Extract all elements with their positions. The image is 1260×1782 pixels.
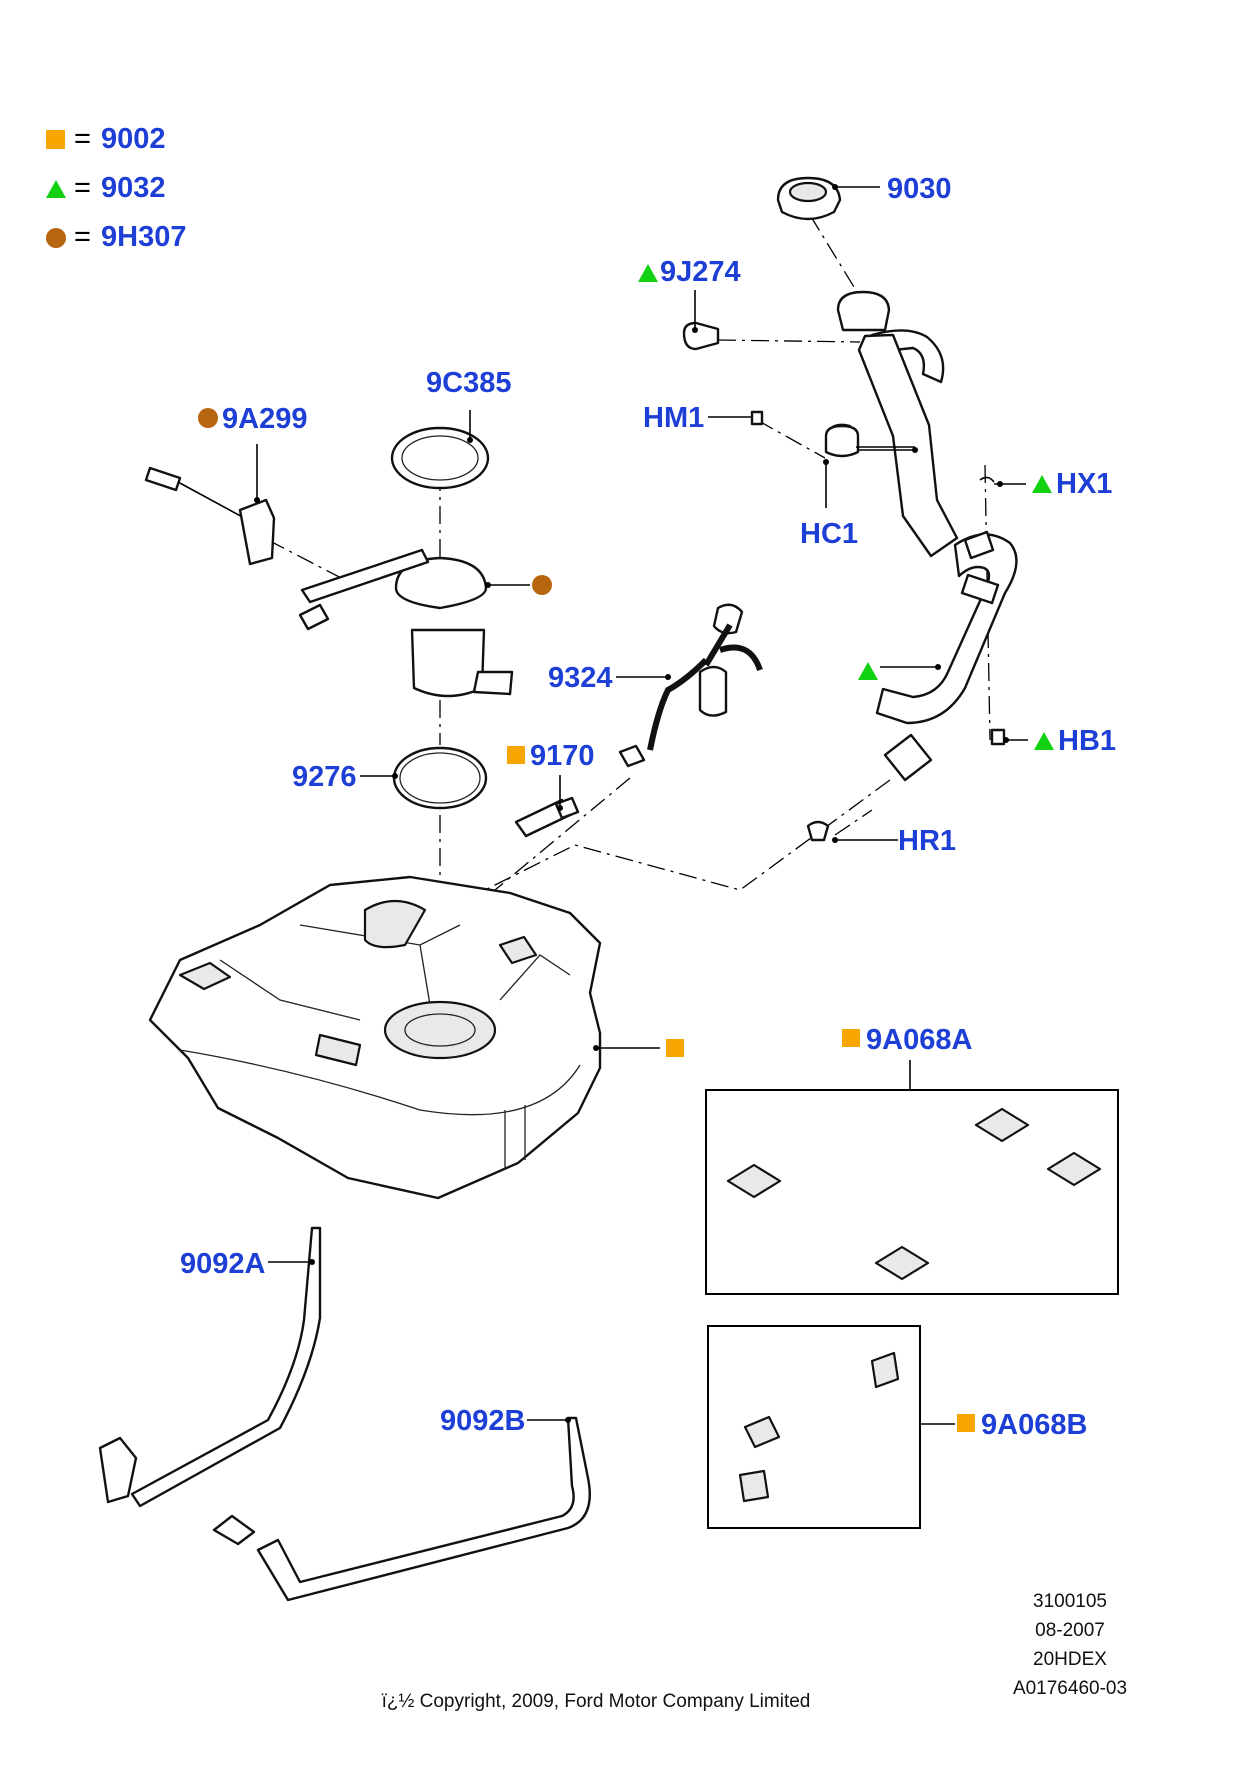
label-9C385: 9C385 — [426, 367, 511, 399]
footer: 3100105 08-2007 20HDEX A0176460-03 ï¿½ C… — [382, 1591, 1127, 1712]
legend-triangle-icon — [46, 180, 66, 198]
legend-eq-2: = — [74, 172, 91, 204]
label-HR1: HR1 — [898, 825, 956, 857]
ref-number-3: 20HDEX — [1033, 1649, 1107, 1670]
square-9A068A-icon — [842, 1029, 860, 1047]
label-9092A: 9092A — [180, 1248, 266, 1280]
triangle-9J274-icon — [638, 264, 658, 282]
legend-code-2: 9032 — [101, 172, 166, 204]
label-9170: 9170 — [530, 740, 595, 772]
label-HM1: HM1 — [643, 402, 704, 434]
fuel-pump-module — [298, 548, 552, 698]
part-HX1-HB1: HX1 HB1 — [979, 468, 1116, 757]
ref-number-4: A0176460-03 — [1013, 1678, 1127, 1699]
filler-cap-9030: 9030 — [776, 173, 952, 221]
label-9A068A: 9A068A — [866, 1024, 972, 1056]
legend-code-3: 9H307 — [101, 221, 186, 253]
circle-9A299-icon — [198, 408, 218, 428]
harness-9324: 9324 — [548, 603, 763, 768]
triangle-HX1-icon — [1032, 475, 1052, 493]
label-9030: 9030 — [887, 173, 952, 205]
sender-9A299: 9A299 — [144, 403, 307, 566]
label-9324: 9324 — [548, 662, 613, 694]
circle-module-icon — [532, 575, 552, 595]
square-9170-icon — [507, 746, 525, 764]
label-9A299: 9A299 — [222, 403, 307, 435]
label-9276: 9276 — [292, 761, 357, 793]
copyright: ï¿½ Copyright, 2009, Ford Motor Company … — [382, 1691, 811, 1712]
triangle-9032-pipe-icon — [858, 662, 878, 680]
part-9J274: 9J274 — [638, 256, 741, 351]
label-HB1: HB1 — [1058, 725, 1116, 757]
legend-circle-icon — [46, 228, 66, 248]
filler-pipe — [826, 290, 1018, 782]
legend-eq-3: = — [74, 221, 91, 253]
legend-code-1: 9002 — [101, 123, 166, 155]
pads-box-a — [705, 1089, 1119, 1295]
label-HX1: HX1 — [1056, 468, 1112, 500]
part-HM1-HC1: HM1 HC1 — [643, 402, 915, 550]
pads-box-b — [707, 1325, 921, 1529]
square-tank-icon — [666, 1039, 684, 1057]
fuel-tank — [148, 875, 684, 1200]
label-9A068B: 9A068B — [981, 1409, 1087, 1441]
seal-9276: 9276 — [292, 746, 488, 810]
lock-ring-9C385: 9C385 — [390, 367, 511, 490]
label-HC1: HC1 — [800, 518, 858, 550]
legend: = 9002 = 9032 = 9H307 — [46, 123, 186, 253]
legend-eq-1: = — [74, 123, 91, 155]
label-9J274: 9J274 — [660, 256, 741, 288]
pads-9A068B: 9A068B — [707, 1325, 1087, 1529]
part-9170: 9170 — [507, 740, 595, 838]
strap-9092A: 9092A — [98, 1226, 322, 1508]
ref-number-1: 3100105 — [1033, 1591, 1107, 1612]
label-9092B: 9092B — [440, 1405, 525, 1437]
pads-9A068A: 9A068A — [705, 1024, 1119, 1295]
triangle-HB1-icon — [1034, 732, 1054, 750]
strap-9092B: 9092B — [212, 1405, 591, 1602]
ref-number-2: 08-2007 — [1035, 1620, 1105, 1641]
part-HR1: HR1 — [806, 820, 956, 857]
legend-square-icon — [46, 130, 65, 149]
square-9A068B-icon — [957, 1414, 975, 1432]
